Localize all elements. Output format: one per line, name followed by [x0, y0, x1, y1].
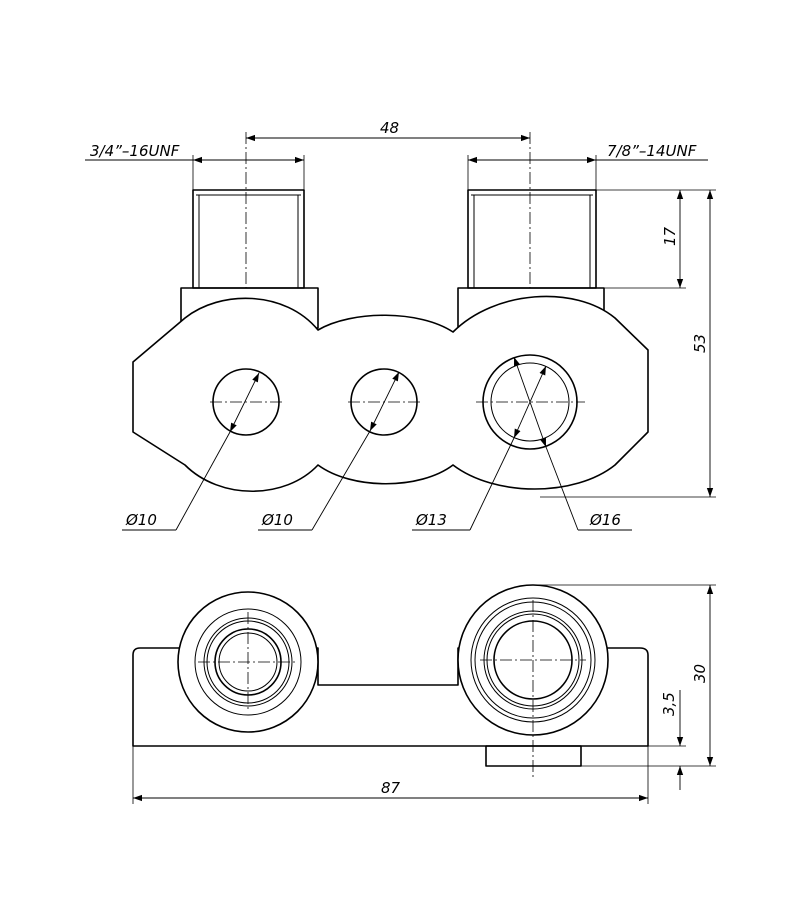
top-view: 3/4”–16UNF 7/8”–14UNF 48 17 53 Ø10 Ø10 Ø…	[85, 119, 716, 531]
hole-3-inner-diameter-label: Ø13	[415, 511, 447, 529]
dimension-53	[540, 190, 716, 498]
thread-left-label: 3/4”–16UNF	[90, 142, 180, 160]
hole-3-outer-diameter-label: Ø16	[589, 511, 621, 529]
side-height-label: 30	[691, 664, 709, 683]
locating-pin	[485, 745, 582, 767]
dimension-30	[533, 584, 716, 767]
thread-left-callout	[85, 155, 305, 190]
hole-1-diameter-label: Ø10	[125, 511, 157, 529]
side-view: 30 3,5 87	[132, 584, 716, 804]
total-height-label: 53	[691, 334, 709, 353]
dimension-17	[596, 189, 716, 289]
thread-right-label: 7/8”–14UNF	[607, 142, 697, 160]
thread-right-callout	[467, 155, 708, 190]
side-center-lines	[198, 600, 586, 780]
port-spacing-label: 48	[380, 119, 399, 137]
overall-length-label: 87	[381, 779, 401, 797]
dimension-87	[132, 746, 649, 804]
step-height-label: 3,5	[660, 692, 678, 716]
hole-2-diameter-label: Ø10	[261, 511, 293, 529]
thread-length-label: 17	[661, 226, 679, 246]
diameter-leaders	[122, 356, 632, 531]
dimension-3-5	[648, 690, 686, 790]
manifold-body-outline	[132, 295, 649, 492]
